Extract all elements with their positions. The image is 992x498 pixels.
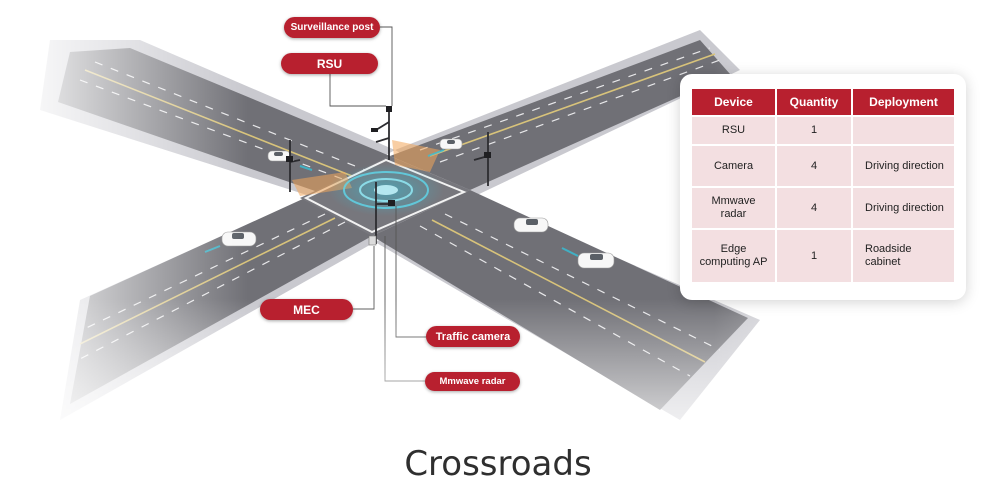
cell-device: Mmwave radar [692,188,775,228]
mec-label: MEC [260,299,353,320]
table-row: Mmwave radar 4 Driving direction [692,188,954,228]
header-quantity: Quantity [777,89,851,115]
page-caption: Crossroads [404,444,592,484]
cell-quantity: 4 [777,188,851,228]
cell-device: Camera [692,146,775,186]
device-table: Device Quantity Deployment RSU 1 Camera … [690,87,956,284]
cell-quantity: 1 [777,230,851,282]
table-row: Camera 4 Driving direction [692,146,954,186]
cell-deployment [853,117,954,144]
table-row: RSU 1 [692,117,954,144]
header-device: Device [692,89,775,115]
rsu-label: RSU [281,53,378,74]
cell-deployment: Driving direction [853,188,954,228]
mmwave-radar-label: Mmwave radar [425,372,520,391]
traffic-camera-label: Traffic camera [426,326,520,347]
table-header-row: Device Quantity Deployment [692,89,954,115]
header-deployment: Deployment [853,89,954,115]
surveillance-post-label: Surveillance post [284,17,380,38]
cell-quantity: 1 [777,117,851,144]
cell-device: RSU [692,117,775,144]
device-table-card: Device Quantity Deployment RSU 1 Camera … [680,74,966,300]
cell-deployment: Driving direction [853,146,954,186]
table-row: Edge computing AP 1 Roadside cabinet [692,230,954,282]
cell-deployment: Roadside cabinet [853,230,954,282]
cell-quantity: 4 [777,146,851,186]
cell-device: Edge computing AP [692,230,775,282]
